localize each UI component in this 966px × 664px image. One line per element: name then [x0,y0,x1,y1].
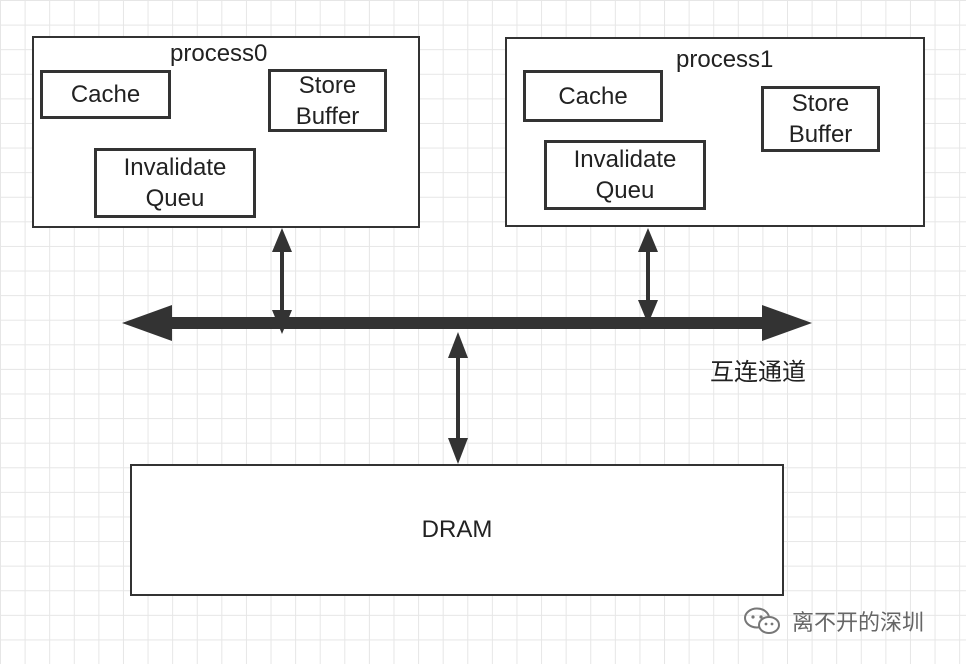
process1-store-buffer: Store Buffer [761,86,880,152]
process1-cache: Cache [523,70,663,122]
process0-store-buffer: Store Buffer [268,69,387,132]
process1-invalidate-queue: Invalidate Queu [544,140,706,210]
interconnect-bus [122,305,812,341]
process1-title: process1 [676,46,774,73]
interconnect-label: 互连通道 [710,358,806,386]
process0-cache: Cache [40,70,171,119]
process0-invalidate-queue: Invalidate Queu [94,148,256,218]
dram-label: DRAM [421,516,493,543]
watermark: 离不开的深圳 [742,606,924,636]
wechat-icon [744,607,780,634]
dram-box [130,464,784,596]
bus-right-arrowhead [762,305,812,341]
process0-title: process0 [170,40,268,67]
watermark-text: 离不开的深圳 [792,611,925,636]
process0-bus-connector [272,228,292,334]
dram-bus-connector [448,332,468,464]
process1-bus-connector [638,228,658,324]
bus-left-arrowhead [122,305,172,341]
